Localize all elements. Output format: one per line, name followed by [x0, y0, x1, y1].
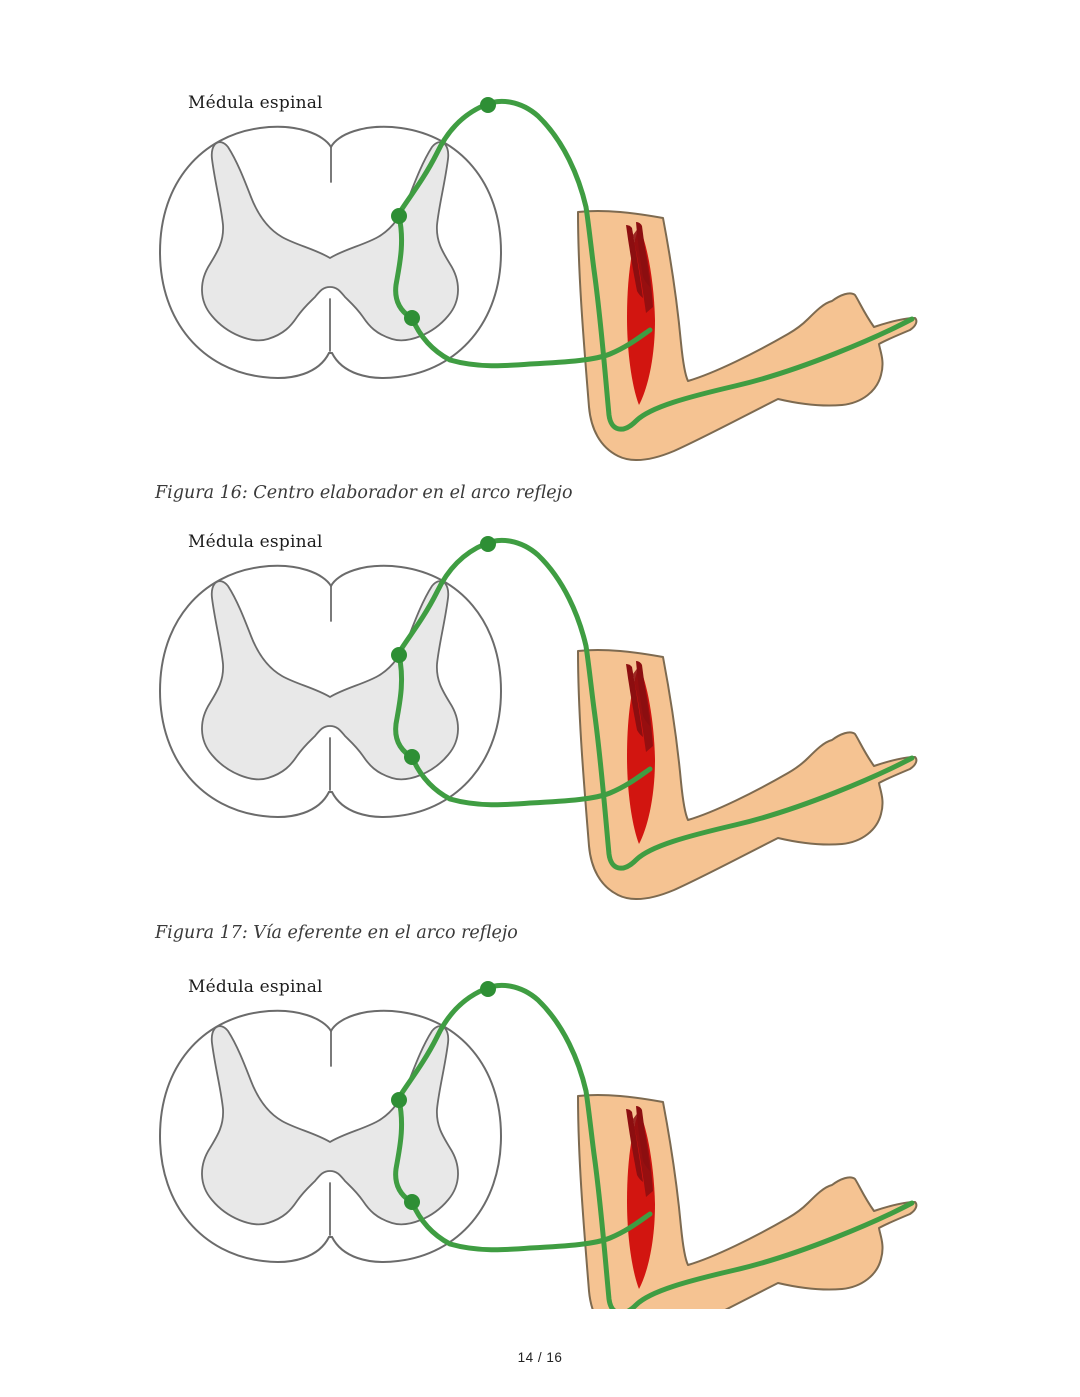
spinal-cord-label: Médula espinal: [188, 977, 323, 997]
figure-16-caption: Figura 16: Centro elaborador en el arco …: [155, 483, 573, 503]
spinal-cord-label: Médula espinal: [188, 532, 323, 552]
spinal-cord-label: Médula espinal: [188, 93, 323, 113]
reflex-arc-diagram: [140, 85, 930, 470]
figure-17-caption: Figura 17: Vía eferente en el arco refle…: [155, 923, 518, 943]
reflex-arc-diagram: [140, 969, 930, 1309]
reflex-arc-figure-2: Médula espinal: [140, 524, 930, 909]
page-number: 14 / 16: [517, 1350, 563, 1365]
reflex-arc-figure-3: Médula espinal: [140, 969, 930, 1309]
reflex-arc-figure-1: Médula espinal: [140, 85, 930, 470]
reflex-arc-diagram: [140, 524, 930, 909]
